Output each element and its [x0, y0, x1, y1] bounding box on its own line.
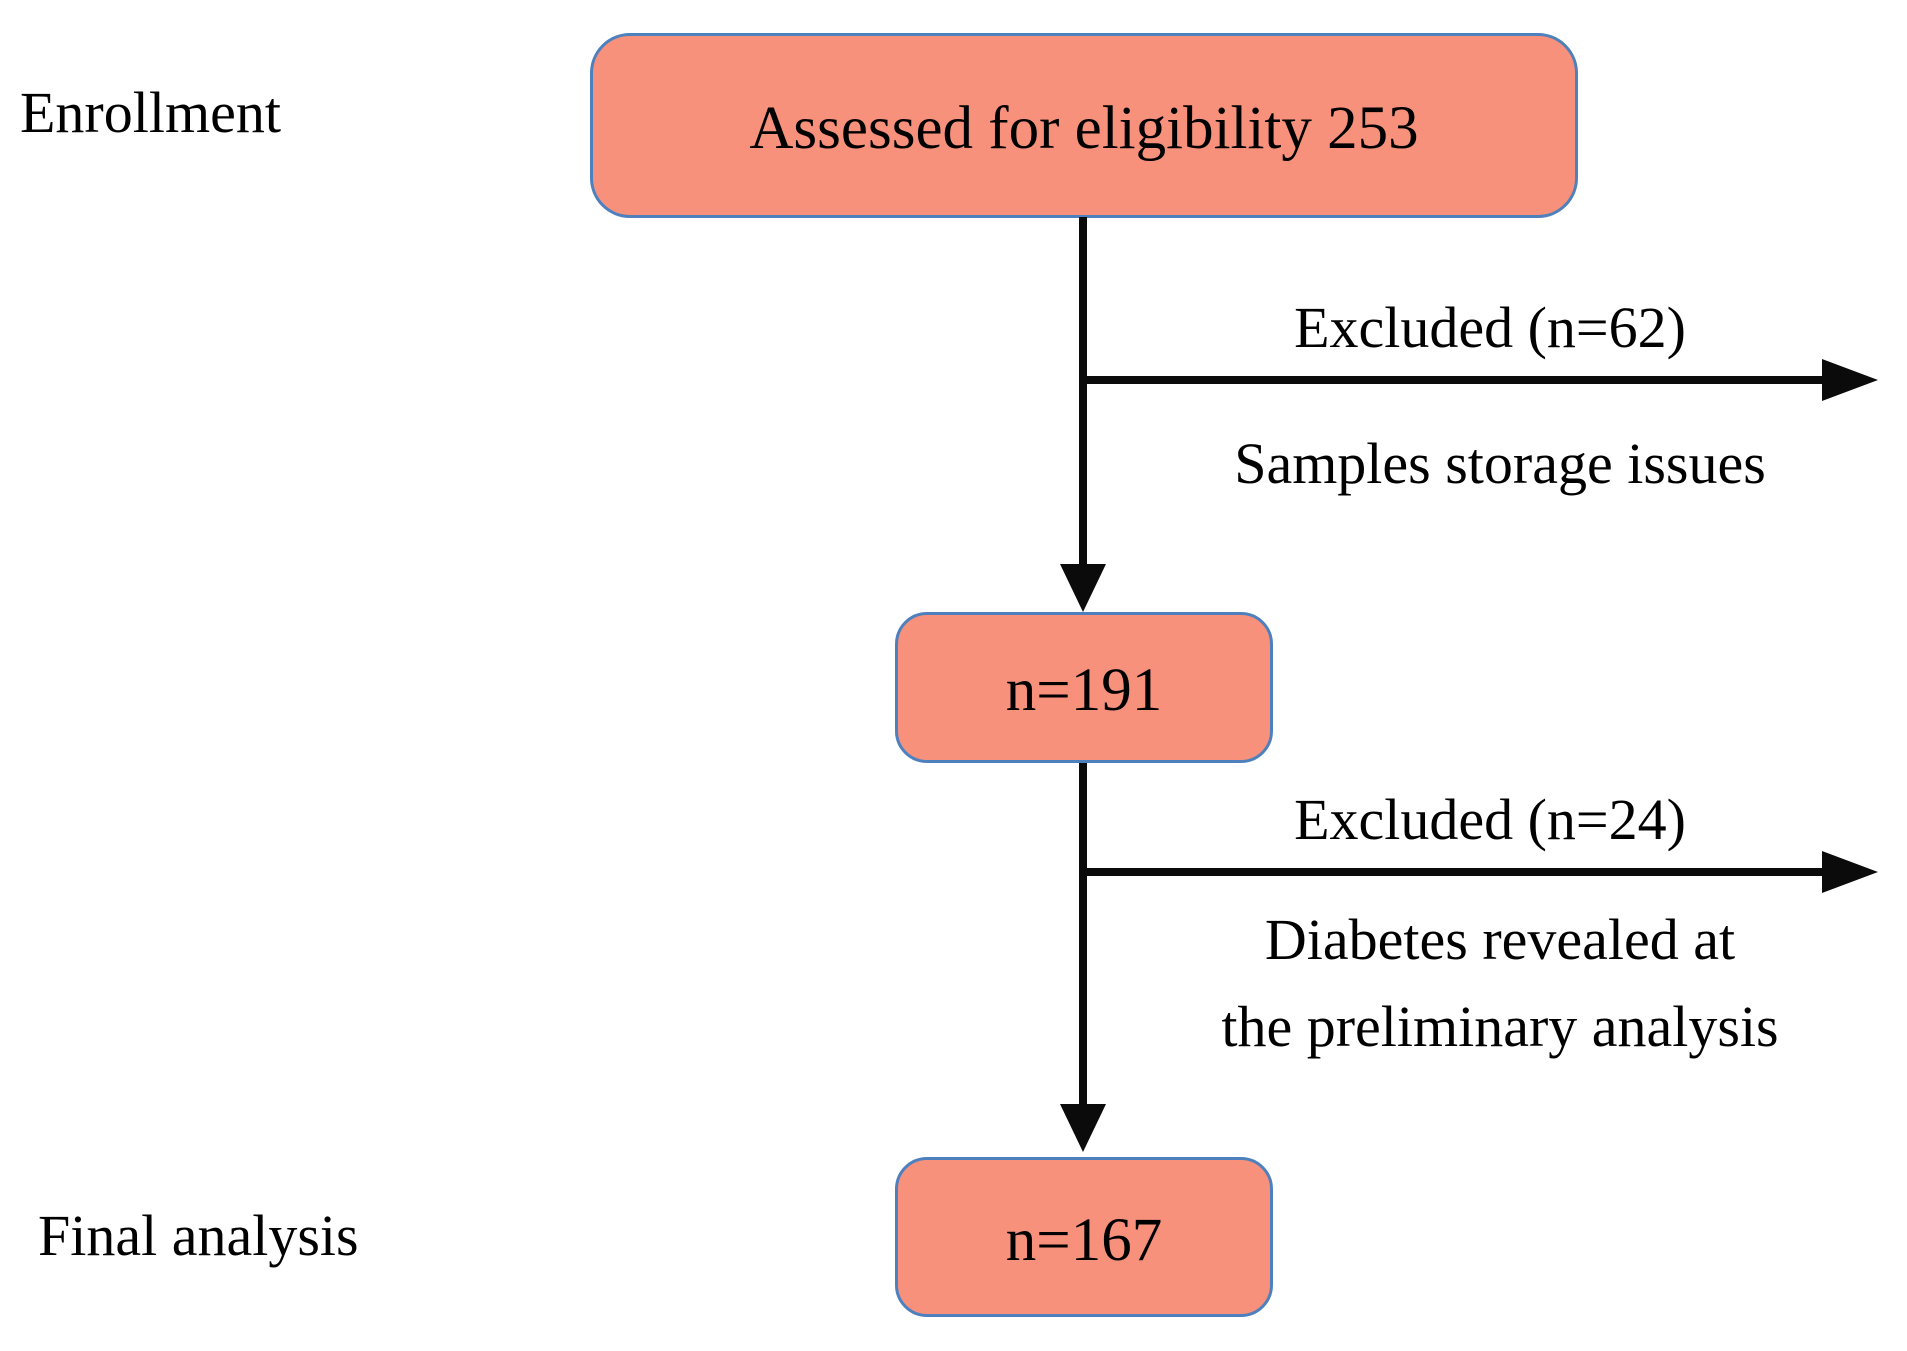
box-n191: n=191	[895, 612, 1273, 763]
box-n191-label: n=191	[1005, 657, 1163, 724]
arrow-line-top-to-mid	[1079, 217, 1087, 567]
exclusion-2-header: Excluded (n=24)	[1294, 787, 1686, 852]
exclusion-2-reason-line-1: Diabetes revealed at	[1264, 907, 1736, 972]
box-assessed-label: Assessed for eligibility 253	[749, 95, 1419, 162]
exclusion-1-reason-line-1: Samples storage issues	[1234, 431, 1766, 496]
stage-label-final-analysis: Final analysis	[38, 1203, 359, 1268]
arrow-line-mid-to-bottom	[1079, 763, 1087, 1106]
exclusion-2-arrow-line	[1083, 868, 1823, 876]
arrow-right-icon	[1822, 359, 1878, 401]
arrow-down-icon	[1060, 564, 1106, 612]
exclusion-2-reason-line-2: the preliminary analysis	[1221, 994, 1779, 1059]
exclusion-1-header: Excluded (n=62)	[1294, 295, 1686, 360]
exclusion-1-arrow-line	[1083, 376, 1823, 384]
exclusion-1-reason: Samples storage issues	[1110, 420, 1890, 507]
box-n167-label: n=167	[1005, 1206, 1163, 1274]
arrow-right-icon	[1822, 851, 1878, 893]
box-n167: n=167	[895, 1157, 1273, 1317]
box-assessed-for-eligibility: Assessed for eligibility 253	[590, 33, 1578, 218]
exclusion-2-reason: Diabetes revealed at the preliminary ana…	[1110, 896, 1890, 1070]
arrow-down-icon	[1060, 1104, 1106, 1152]
stage-label-enrollment: Enrollment	[20, 80, 281, 145]
